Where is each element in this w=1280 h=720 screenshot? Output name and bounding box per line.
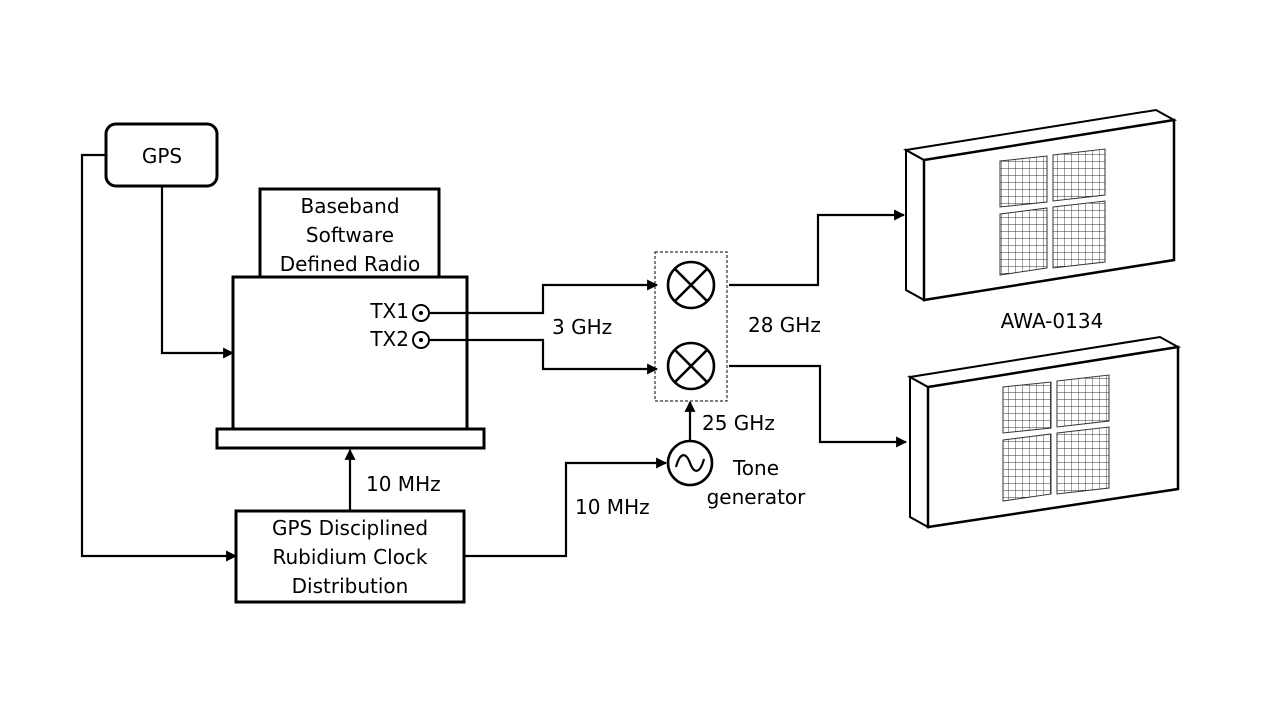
tx2-port-icon	[412, 331, 430, 349]
sdr-title-line2: Software	[306, 223, 394, 247]
ref-to-tone-label: 10 MHz	[575, 495, 650, 519]
antenna-array-2	[906, 335, 1182, 529]
clock-title-line2: Rubidium Clock	[272, 545, 427, 569]
tone-label-line2: generator	[707, 485, 807, 509]
tx1-port-icon	[412, 304, 430, 322]
tx1-to-mixer1-wire	[429, 279, 659, 315]
mixer2-icon	[666, 341, 716, 391]
tx2-to-mixer2-wire	[429, 338, 659, 375]
tx2-label: TX2	[369, 327, 409, 351]
tx1-label: TX1	[369, 299, 409, 323]
mixer2-to-antenna2-wire	[729, 364, 908, 448]
rf-frequency-label: 28 GHz	[748, 313, 821, 337]
gps-label: GPS	[142, 144, 182, 168]
sdr-body	[231, 275, 469, 431]
mixer1-icon	[666, 260, 716, 310]
tone-label-line1: Tone	[732, 456, 779, 480]
mixer-group	[654, 251, 728, 402]
sdr-title-line1: Baseband	[300, 194, 399, 218]
clock-to-tone-wire	[464, 457, 668, 558]
clock-title-line3: Distribution	[292, 574, 409, 598]
tone-generator: Tone generator	[666, 439, 807, 509]
sdr-base	[215, 427, 486, 450]
gps-to-sdr-wire	[160, 186, 235, 359]
antenna-model-label: AWA-0134	[1001, 309, 1104, 333]
sine-oscillator-icon	[666, 439, 714, 487]
antenna-array-1	[902, 108, 1178, 302]
clock-title-line1: GPS Disciplined	[272, 516, 428, 540]
antenna-1-element-grid	[999, 148, 1106, 276]
sdr-title-line3: Defined Radio	[280, 252, 421, 276]
ref-to-sdr-label: 10 MHz	[366, 472, 441, 496]
gps-block: GPS	[104, 122, 219, 188]
antenna-2-element-grid	[1002, 374, 1110, 502]
mixer1-to-antenna1-wire	[729, 209, 906, 287]
if-frequency-label: 3 GHz	[552, 315, 612, 339]
lo-frequency-label: 25 GHz	[702, 411, 775, 435]
sdr-block: Baseband Software Defined Radio TX1 TX2	[215, 187, 486, 450]
gps-to-clock-wire	[80, 153, 238, 562]
clock-distribution-block: GPS Disciplined Rubidium Clock Distribut…	[234, 509, 466, 604]
